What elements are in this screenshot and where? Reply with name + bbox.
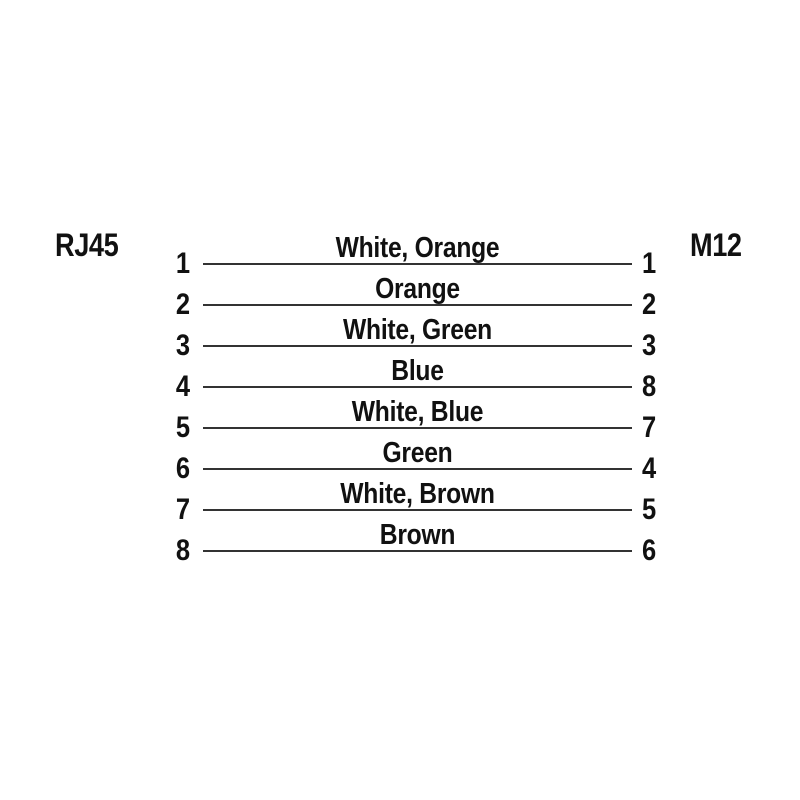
wire-line [203, 426, 632, 429]
wire-color-label: White, Blue [351, 395, 484, 428]
rj45-pin-number: 7 [175, 492, 190, 526]
m12-pin-number: 6 [642, 533, 657, 567]
wire-line [203, 467, 632, 470]
right-connector-label: M12 [690, 227, 742, 263]
wire-line [203, 385, 632, 388]
m12-pin-number: 1 [642, 246, 657, 280]
wire-color-label: Green [382, 436, 453, 469]
rj45-pin-number: 8 [175, 533, 190, 567]
rj45-pin-number: 4 [175, 369, 190, 403]
wire-color-label: White, Brown [340, 477, 495, 510]
wire-color-label: Brown [379, 518, 456, 551]
wire-color-label: White, Green [343, 313, 492, 346]
rj45-pin-number: 3 [175, 328, 190, 362]
wire-line [203, 508, 632, 511]
m12-pin-number: 5 [642, 492, 657, 526]
wire-line [203, 262, 632, 265]
m12-pin-number: 3 [642, 328, 657, 362]
wire-line [203, 303, 632, 306]
m12-pin-number: 7 [642, 410, 657, 444]
wire-color-label: White, Orange [335, 231, 500, 264]
wire-line [203, 549, 632, 552]
m12-pin-number: 4 [642, 451, 657, 485]
m12-pin-number: 2 [642, 287, 657, 321]
rj45-pin-number: 6 [175, 451, 190, 485]
m12-pin-number: 8 [642, 369, 657, 403]
left-connector-label: RJ45 [55, 227, 119, 263]
rj45-pin-number: 1 [175, 246, 190, 280]
rj45-pin-number: 2 [175, 287, 190, 321]
wire-color-label: Orange [375, 272, 460, 305]
wire-line [203, 344, 632, 347]
wire-color-label: Blue [391, 354, 444, 387]
rj45-pin-number: 5 [175, 410, 190, 444]
